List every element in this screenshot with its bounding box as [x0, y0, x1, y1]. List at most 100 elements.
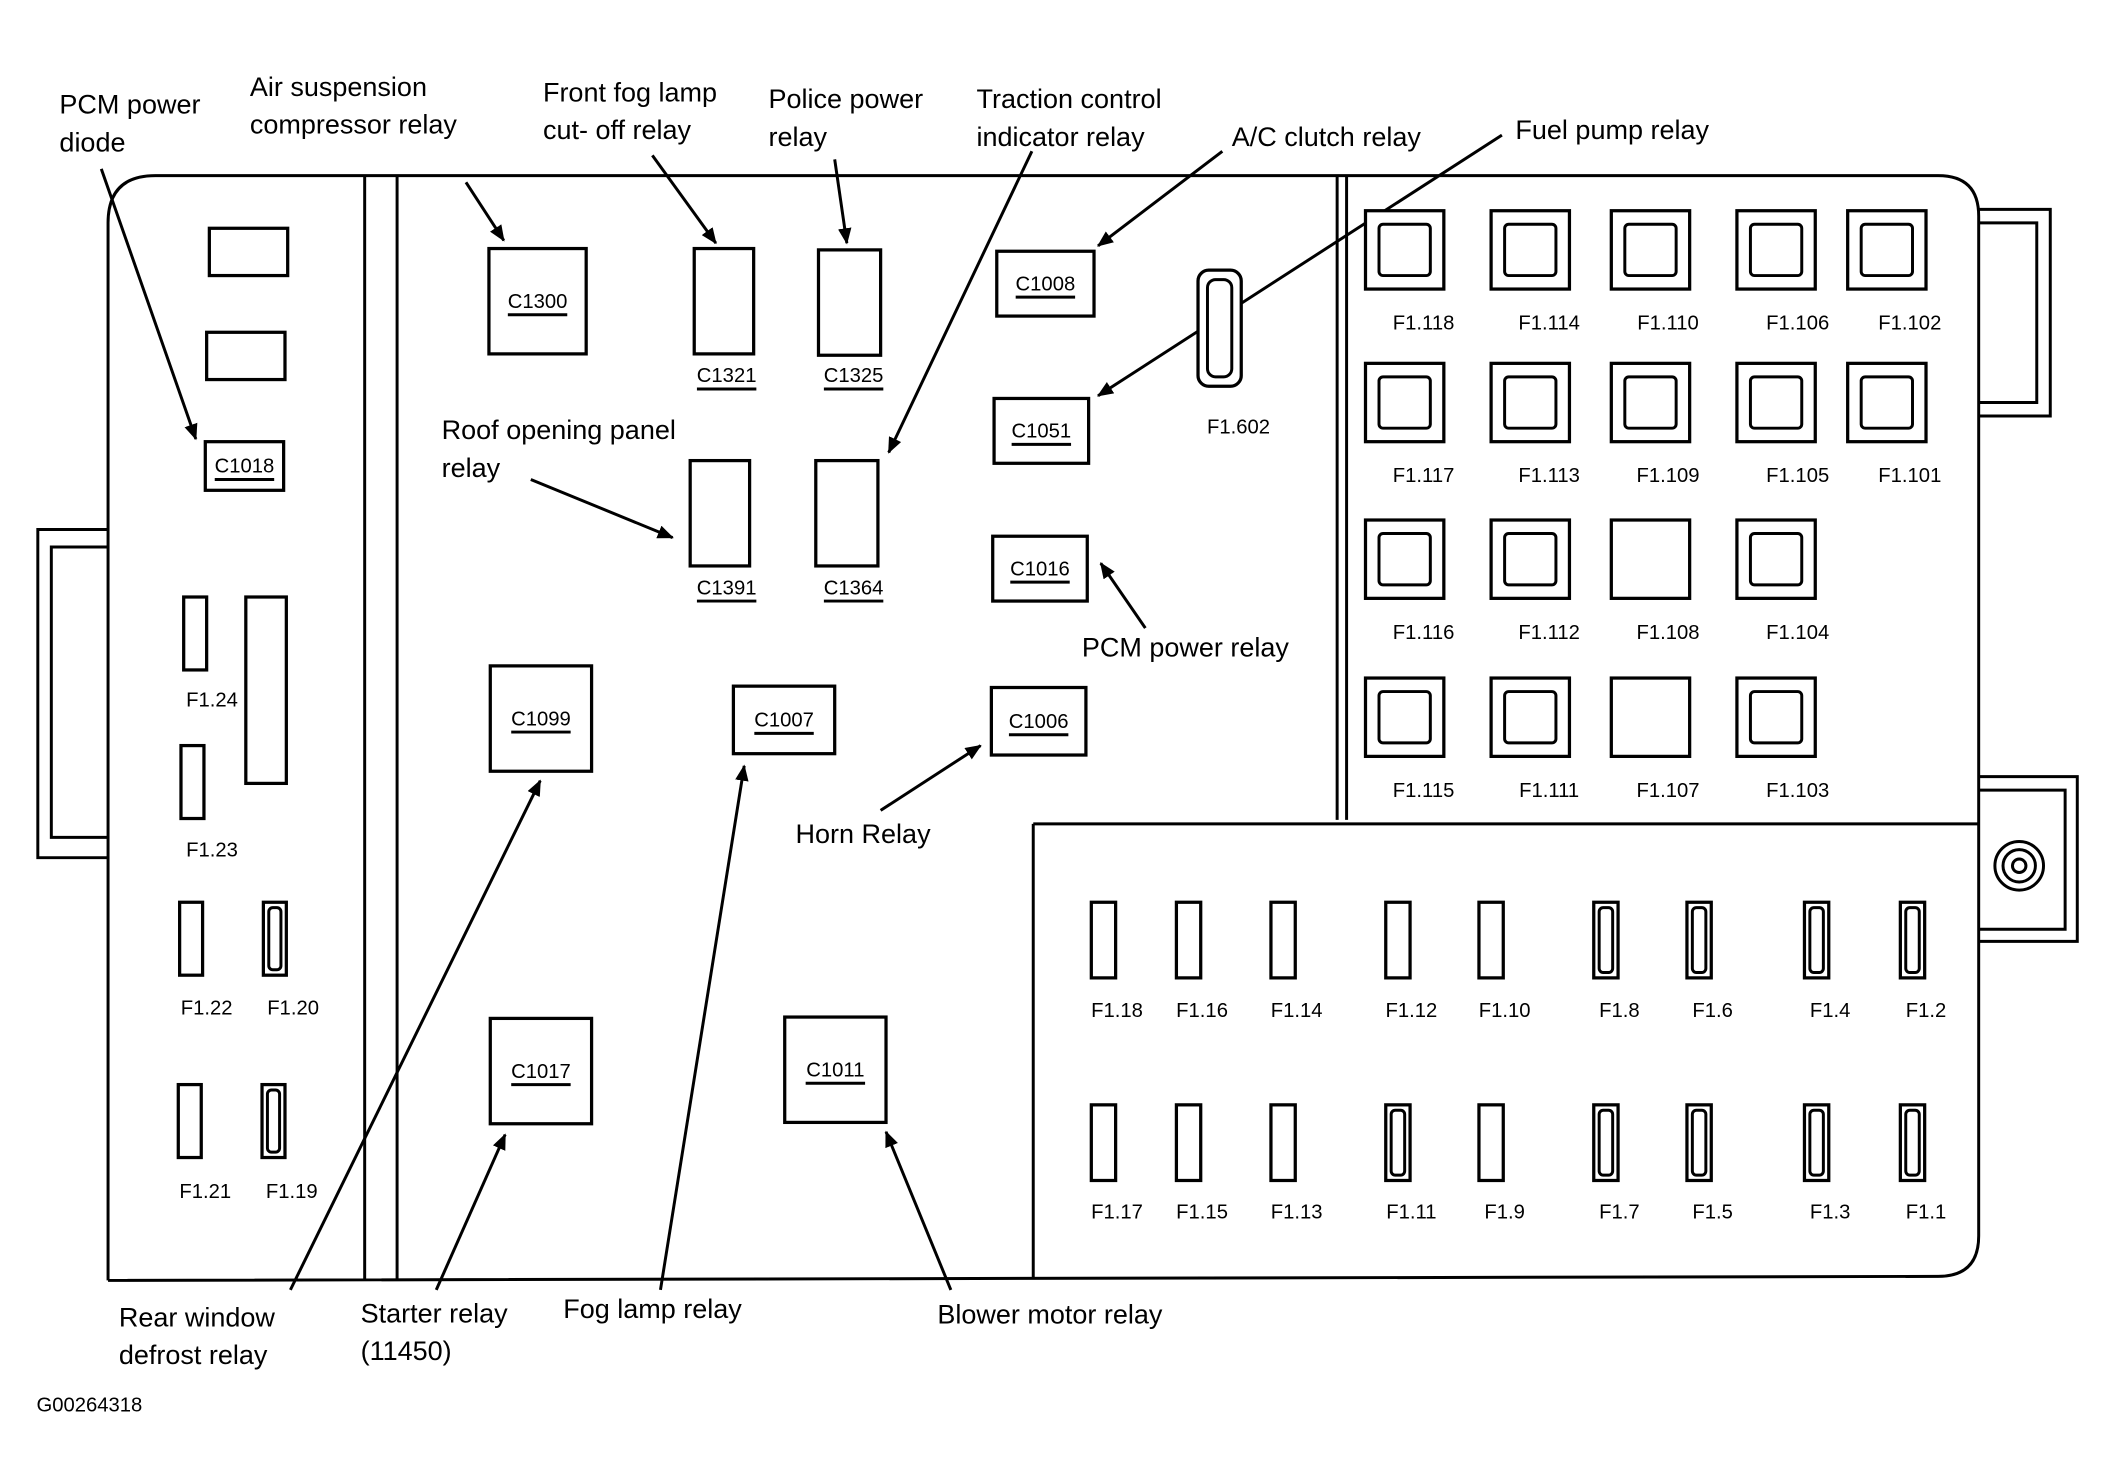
relay-socket [688, 458, 752, 568]
fuse-label: F1.107 [1637, 780, 1700, 802]
arrow-icon [884, 1130, 953, 1291]
empty-slot [205, 330, 287, 382]
fuse-body [1377, 222, 1432, 278]
arrow-icon [99, 168, 198, 441]
fuse-F1.19: F1.19 [260, 1082, 318, 1203]
relay-c1099: C1099 [488, 664, 594, 773]
fuse-F1.20: F1.20 [261, 900, 319, 1019]
callout-label: PCM power [59, 89, 200, 119]
callout: A/C clutch relay [1096, 122, 1421, 248]
relay-c1018: C1018 [203, 440, 286, 492]
relay-c1051: C1051 [992, 396, 1091, 465]
fuse-F1.3: F1.3 [1802, 1103, 1850, 1223]
fuse-blade [1690, 1108, 1708, 1177]
relay-socket [992, 396, 1091, 465]
left-mounting-tab [36, 527, 109, 860]
fuse-label: F1.4 [1810, 1000, 1851, 1022]
fuse-slot [1846, 209, 1928, 291]
fuse-body [1503, 532, 1558, 587]
fuse-F1.108: F1.108 [1609, 518, 1700, 644]
fuse-label: F1.6 [1692, 1000, 1733, 1022]
fuse-label: F1.16 [1176, 1000, 1228, 1022]
fuse-F1.101: F1.101 [1846, 361, 1941, 487]
fuse-label: F1.9 [1484, 1201, 1525, 1223]
arrow-icon [289, 779, 542, 1291]
fuse-slot [1735, 518, 1817, 600]
fuse-label: F1.19 [266, 1181, 318, 1203]
relay-socket [488, 664, 594, 773]
fuse-slot [1363, 361, 1446, 444]
fuse-F1.10: F1.10 [1477, 900, 1531, 1022]
fuse-label: F1.2 [1906, 1000, 1947, 1022]
relay-c1325: C1325 [816, 248, 884, 391]
fuse-F1.114: F1.114 [1489, 209, 1580, 335]
fuse-F1.12: F1.12 [1384, 900, 1438, 1022]
fuse-slot [1477, 1103, 1505, 1183]
fuse-F1.21: F1.21 [176, 1082, 231, 1203]
relay-socket [731, 684, 837, 756]
fuse-slot [1489, 518, 1572, 600]
fuse-slot [1363, 518, 1446, 600]
fuse-slot [178, 900, 205, 977]
relay-c1391: C1391 [688, 458, 756, 603]
fuse-F1.116: F1.116 [1363, 518, 1454, 644]
fuse-label: F1.23 [186, 839, 238, 861]
fuse-body [1859, 375, 1914, 430]
fuse-label: F1.21 [179, 1181, 231, 1203]
callout-label: relay [769, 122, 828, 152]
fuse-slot [1269, 1103, 1297, 1183]
fuse-label: F1.17 [1091, 1201, 1143, 1223]
fuse-label: F1.117 [1393, 465, 1455, 487]
fuse-label: F1.12 [1386, 1000, 1438, 1022]
relay-c1006: C1006 [989, 685, 1088, 757]
fuse-body [1748, 690, 1804, 745]
callout-label: defrost relay [119, 1340, 268, 1370]
relay-label: C1016 [1010, 558, 1070, 580]
fuse-body [1503, 375, 1558, 430]
relay-label: C1099 [511, 708, 571, 730]
fuse-label: F1.103 [1766, 780, 1829, 802]
callout: Starter relay(11450) [361, 1133, 508, 1366]
fuse-label: F1.8 [1599, 1000, 1640, 1022]
fuse-label: F1.106 [1766, 313, 1829, 335]
fuse-slot [176, 1082, 203, 1160]
fuse-label: F1.10 [1479, 1000, 1531, 1022]
callout-label: Police power [769, 84, 924, 114]
fuse-slot [1735, 361, 1817, 444]
relay-label: C1017 [511, 1061, 571, 1083]
fuse-blade [1597, 906, 1615, 974]
callout-label: Front fog lamp [543, 77, 717, 107]
fuse-F1.118: F1.118 [1363, 209, 1454, 335]
fuse-F1.17: F1.17 [1089, 1103, 1143, 1223]
fuse-slot [1384, 1103, 1412, 1183]
fuse-F1.22: F1.22 [178, 900, 233, 1019]
fuse-F1.7: F1.7 [1592, 1103, 1640, 1223]
fuse-label: F1.108 [1637, 622, 1700, 644]
fuse-body [1503, 222, 1558, 278]
fuse-slot [179, 743, 206, 821]
arrow-icon [530, 478, 674, 539]
fuse-slot [1735, 209, 1817, 291]
fuse-F1.2: F1.2 [1898, 900, 1947, 1022]
relay-c1321: C1321 [692, 246, 757, 391]
relay-label: C1325 [824, 365, 884, 387]
fuse-slot [1609, 209, 1692, 291]
fuse-body [1623, 222, 1678, 278]
callout: Blower motor relay [884, 1130, 1163, 1330]
fuse-blade [1808, 906, 1825, 974]
fuse-slot [1174, 1103, 1203, 1183]
fuse-slot [1089, 900, 1118, 980]
fuse-label: F1.104 [1766, 622, 1829, 644]
fuse-blade [1205, 278, 1234, 379]
relay-socket [989, 685, 1088, 757]
fuse-F1.5: F1.5 [1685, 1103, 1733, 1223]
callout-label: Fuel pump relay [1515, 115, 1709, 145]
fuse-label: F1.602 [1207, 417, 1270, 439]
relay-socket [783, 1015, 888, 1125]
fuse-slot [1363, 209, 1446, 291]
callout: PCM power relay [1082, 562, 1289, 662]
fuse-F1.110: F1.110 [1609, 209, 1699, 335]
fuse-slot [1174, 900, 1203, 980]
relay-label: C1321 [697, 365, 757, 387]
